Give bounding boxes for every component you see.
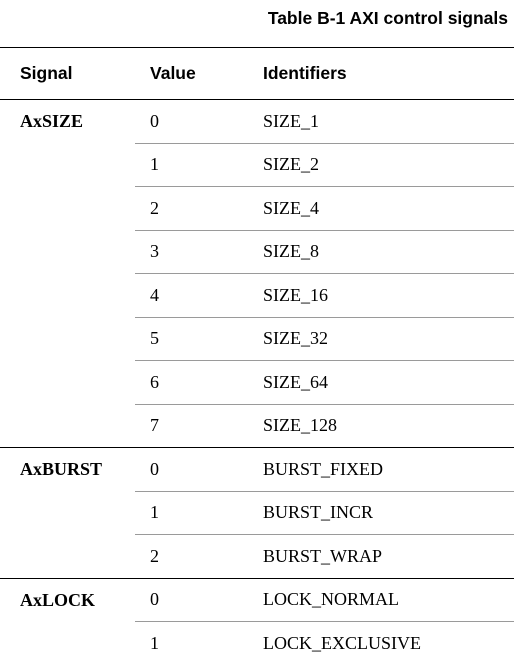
value-cell: 1 [135,622,248,665]
value-cell: 2 [135,535,248,579]
value-cell: 7 [135,404,248,448]
identifier-cell: LOCK_NORMAL [248,578,514,622]
value-cell: 1 [135,143,248,187]
value-cell: 6 [135,361,248,405]
signal-cell: AxSIZE [0,100,135,448]
identifier-cell: SIZE_16 [248,274,514,318]
table-header: Signal Value Identifiers [0,48,514,100]
value-cell: 5 [135,317,248,361]
header-value: Value [135,48,248,100]
identifier-cell: SIZE_64 [248,361,514,405]
identifier-cell: SIZE_8 [248,230,514,274]
signal-cell: AxBURST [0,448,135,579]
value-cell: 3 [135,230,248,274]
identifier-cell: SIZE_128 [248,404,514,448]
value-cell: 2 [135,187,248,231]
signal-cell: AxLOCK [0,578,135,665]
identifier-cell: SIZE_32 [248,317,514,361]
identifier-cell: SIZE_1 [248,100,514,144]
value-cell: 1 [135,491,248,535]
identifier-cell: LOCK_EXCLUSIVE [248,622,514,665]
identifier-cell: BURST_FIXED [248,448,514,492]
table-title: Table B-1 AXI control signals [268,8,508,29]
value-cell: 0 [135,448,248,492]
identifier-cell: BURST_INCR [248,491,514,535]
value-cell: 4 [135,274,248,318]
header-row: Signal Value Identifiers [0,48,514,100]
value-cell: 0 [135,100,248,144]
header-signal: Signal [0,48,135,100]
header-identifiers: Identifiers [248,48,514,100]
identifier-cell: SIZE_2 [248,143,514,187]
value-cell: 0 [135,578,248,622]
identifier-cell: BURST_WRAP [248,535,514,579]
identifier-cell: SIZE_4 [248,187,514,231]
